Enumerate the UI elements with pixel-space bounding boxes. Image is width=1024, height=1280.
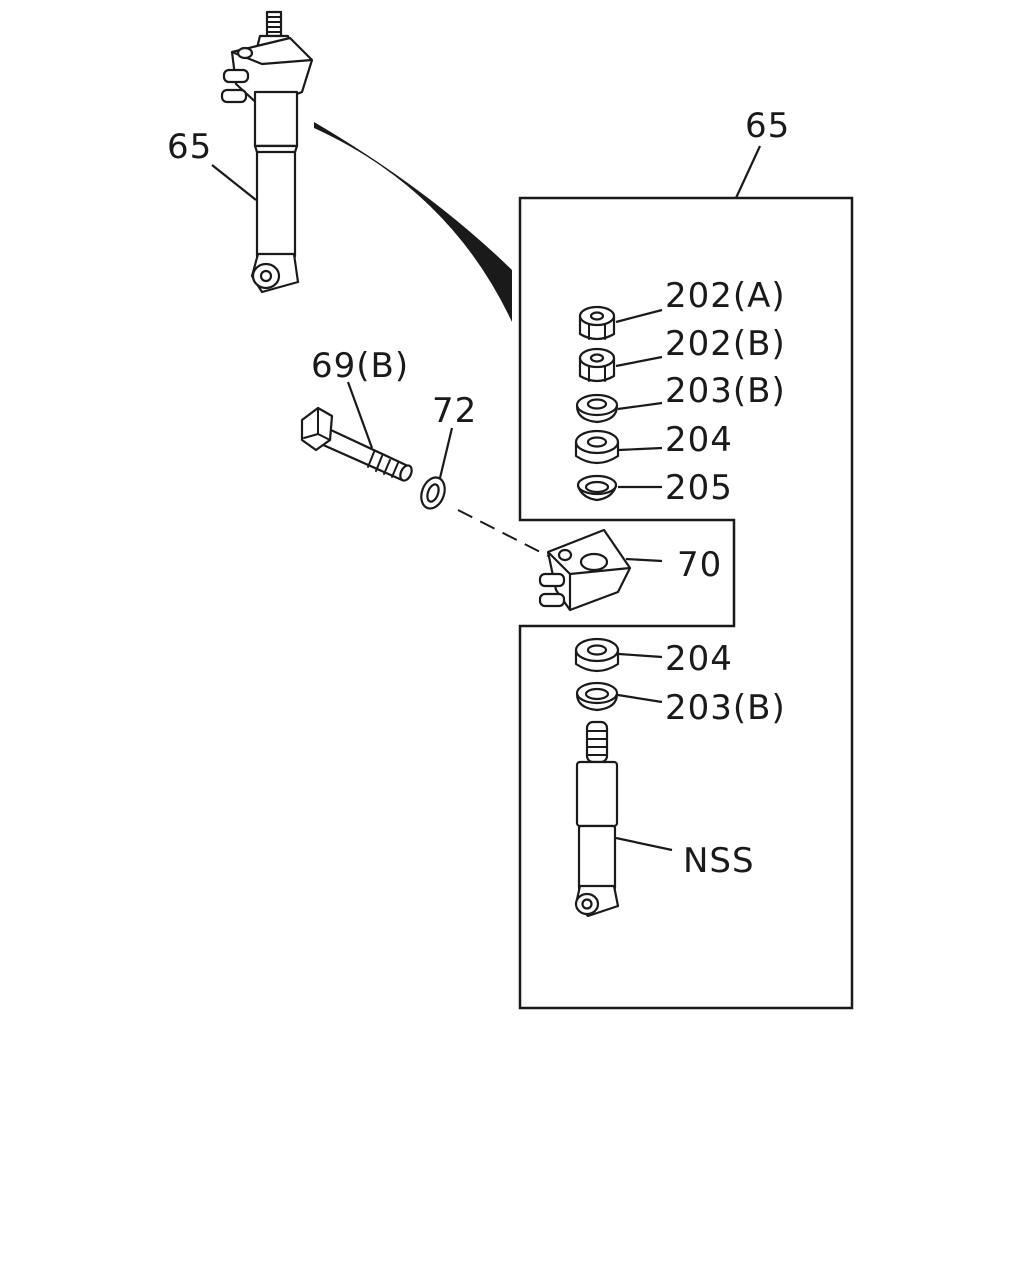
bracket-70: [538, 528, 632, 612]
nut-202b: [578, 347, 616, 383]
detail-connector: [314, 122, 512, 322]
leader-69b: [346, 381, 374, 449]
leader-72: [438, 427, 454, 479]
bushing-204-lower: [574, 637, 620, 673]
leader-202b: [615, 355, 663, 368]
leader-203b-lower: [617, 693, 663, 704]
callout-205: 205: [665, 468, 733, 508]
shock-absorber-main: [220, 10, 314, 294]
bolt-69b: [300, 406, 413, 482]
callout-203b-upper: 203(B): [665, 371, 786, 411]
callout-204-lower: 204: [665, 639, 733, 679]
callout-202a: 202(A): [665, 276, 786, 316]
callout-70: 70: [677, 545, 722, 585]
leader-202a: [615, 308, 663, 324]
washer-205-cup: [576, 474, 618, 502]
callout-204-upper: 204: [665, 420, 733, 460]
leader-204-lower: [618, 652, 663, 659]
callout-nss: NSS: [683, 841, 755, 881]
washer-203b-lower: [575, 681, 619, 712]
bushing-204-upper: [574, 429, 620, 465]
callout-65-main: 65: [167, 127, 212, 167]
callout-69b: 69(B): [311, 346, 409, 386]
assembly-line: [457, 509, 549, 557]
detail-box: [518, 196, 854, 1010]
callout-65-box: 65: [745, 106, 790, 146]
leader-203b-upper: [617, 401, 663, 411]
leader-70: [625, 557, 663, 563]
callout-202b: 202(B): [665, 324, 786, 364]
leader-65-box: [735, 145, 761, 199]
callout-203b-lower: 203(B): [665, 688, 786, 728]
washer-72: [420, 476, 446, 510]
leader-204-upper: [618, 446, 663, 452]
washer-203b-upper: [575, 393, 619, 424]
leader-65-main: [211, 164, 257, 201]
shock-absorber-nss: [574, 720, 620, 918]
leader-nss: [615, 836, 673, 852]
nut-202a: [578, 305, 616, 341]
callout-72: 72: [432, 391, 477, 431]
